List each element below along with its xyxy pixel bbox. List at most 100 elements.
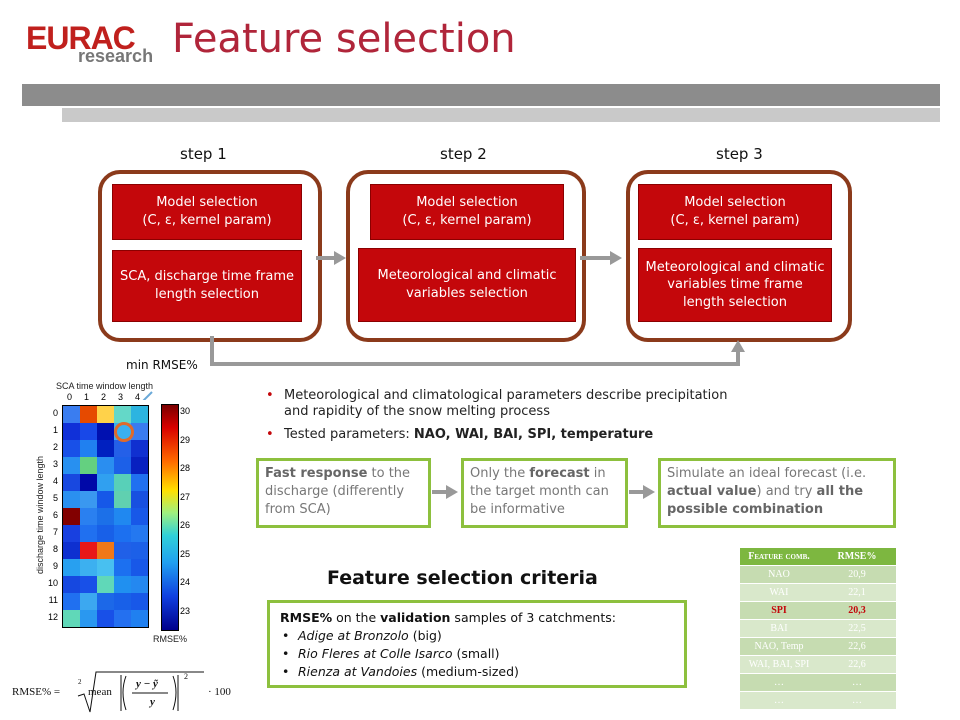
criteria-box: RMSE% on the validation samples of 3 cat… [267, 600, 687, 688]
heatmap-xtick: 1 [84, 392, 90, 402]
heatmap-cell [114, 525, 131, 542]
heatmap-cell [114, 406, 131, 423]
heatmap-cell [131, 423, 148, 440]
bullet-2-prefix: Tested parameters: [284, 426, 414, 442]
heatmap-cell [97, 525, 114, 542]
heatmap-cell [63, 423, 80, 440]
colorbar-tick: 27 [180, 491, 191, 502]
heatmap-cell [97, 406, 114, 423]
heatmap-cell [114, 491, 131, 508]
table-cell: WAI, BAI, SPI [740, 655, 818, 674]
heatmap-ytick: 8 [52, 544, 58, 554]
heatmap-ytick: 6 [52, 510, 58, 520]
heatmap-cell [97, 457, 114, 474]
colorbar-tick: 23 [180, 605, 191, 616]
page-title: Feature selection [172, 16, 516, 62]
heatmap-ytick: 11 [48, 595, 58, 605]
criteria-metric: RMSE% [280, 610, 333, 625]
heatmap-cell [131, 593, 148, 610]
heatmap-cell [114, 559, 131, 576]
heatmap-cell [80, 525, 97, 542]
table-cell: WAI [740, 583, 818, 602]
heatmap-cell [97, 474, 114, 491]
heatmap-ytick: 2 [52, 442, 58, 452]
formula-tail: · 100 [208, 686, 231, 698]
heatmap-cell [80, 542, 97, 559]
table-cell: … [740, 673, 818, 692]
rmse-formula: RMSE% = 2 mean y − ỹ y 2 · 100 [12, 670, 252, 716]
heatmap-cell [63, 593, 80, 610]
heatmap-ytick: 12 [47, 612, 58, 622]
heatmap-cell [131, 559, 148, 576]
formula-power: 2 [184, 672, 188, 681]
table-cell: NAO, Temp [740, 637, 818, 656]
colorbar-tick: 24 [180, 577, 191, 587]
table-cell: 22,6 [818, 655, 896, 674]
heatmap-cell [131, 491, 148, 508]
table-cell: 20,3 [818, 601, 896, 620]
criteria-item-1-size: (big) [408, 628, 442, 644]
formula-lhs: RMSE% = [12, 686, 61, 698]
step-2-feature-box: Meteorological and climatic variables se… [358, 248, 576, 322]
heatmap-cell [63, 542, 80, 559]
heatmap-cell [63, 406, 80, 423]
table-cell: BAI [740, 619, 818, 638]
colorbar-tick: 28 [180, 463, 191, 473]
green-box-3-pre: Simulate an ideal forecast (i.e. [667, 466, 867, 481]
header-subbar [62, 108, 940, 122]
bullet-1: Meteorological and climatological parame… [264, 388, 734, 421]
step-2-model-box: Model selection (C, ε, kernel param) [370, 184, 564, 240]
green-box-2-pre: Only the [470, 466, 530, 481]
heatmap-ytick: 5 [52, 493, 58, 503]
formula-func: mean [88, 686, 112, 698]
heatmap-cell [131, 610, 148, 627]
green-box-1-text: to the discharge (differently from SCA) [265, 466, 411, 518]
criteria-title: Feature selection criteria [327, 567, 598, 589]
heatmap-cell [97, 423, 114, 440]
heatmap-cell [97, 440, 114, 457]
heatmap-cell [131, 474, 148, 491]
heatmap-cell [80, 457, 97, 474]
heatmap-cell [131, 508, 148, 525]
logo-subtitle: research [78, 46, 154, 66]
green-box-1: Fast response to the discharge (differen… [256, 458, 431, 528]
heatmap-cell [114, 508, 131, 525]
table-cell: 22,1 [818, 583, 896, 602]
step-2-label: step 2 [440, 145, 487, 163]
table-row: …… [740, 673, 896, 692]
table-cell: NAO [740, 565, 818, 584]
heatmap-cell [97, 508, 114, 525]
formula-radical [77, 671, 204, 713]
heatmap-cell [131, 440, 148, 457]
heatmap-grid [62, 405, 149, 628]
table-row: …… [740, 691, 896, 710]
green-box-2-text: in the target month can be informative [470, 466, 609, 518]
step-1-model-box: Model selection (C, ε, kernel param) [112, 184, 302, 240]
heatmap-ytick: 0 [52, 408, 58, 418]
heatmap-ytick: 9 [52, 561, 58, 571]
table-header-row: Feature comb. RMSE% [740, 548, 896, 566]
table-cell: … [818, 673, 896, 692]
colorbar-tick: 29 [180, 434, 191, 445]
criteria-validation: validation [380, 610, 451, 625]
step-3-feature-box: Meteorological and climatic variables ti… [638, 248, 832, 322]
green-box-3-bold2: all the possible combination [667, 484, 864, 518]
table-cell: … [818, 691, 896, 710]
heatmap-cell [131, 525, 148, 542]
heatmap-cell [97, 491, 114, 508]
green-box-3-mid: ) and try [756, 484, 817, 500]
heatmap-cell [80, 610, 97, 627]
criteria-intro: RMSE% on the validation samples of 3 cat… [280, 609, 674, 627]
heatmap-cell [114, 593, 131, 610]
green-box-1-bold: Fast response [265, 466, 368, 481]
step-1-label: step 1 [180, 145, 227, 163]
heatmap-cell [97, 593, 114, 610]
criteria-item-3-name: Rienza at Vandoies [298, 664, 418, 680]
